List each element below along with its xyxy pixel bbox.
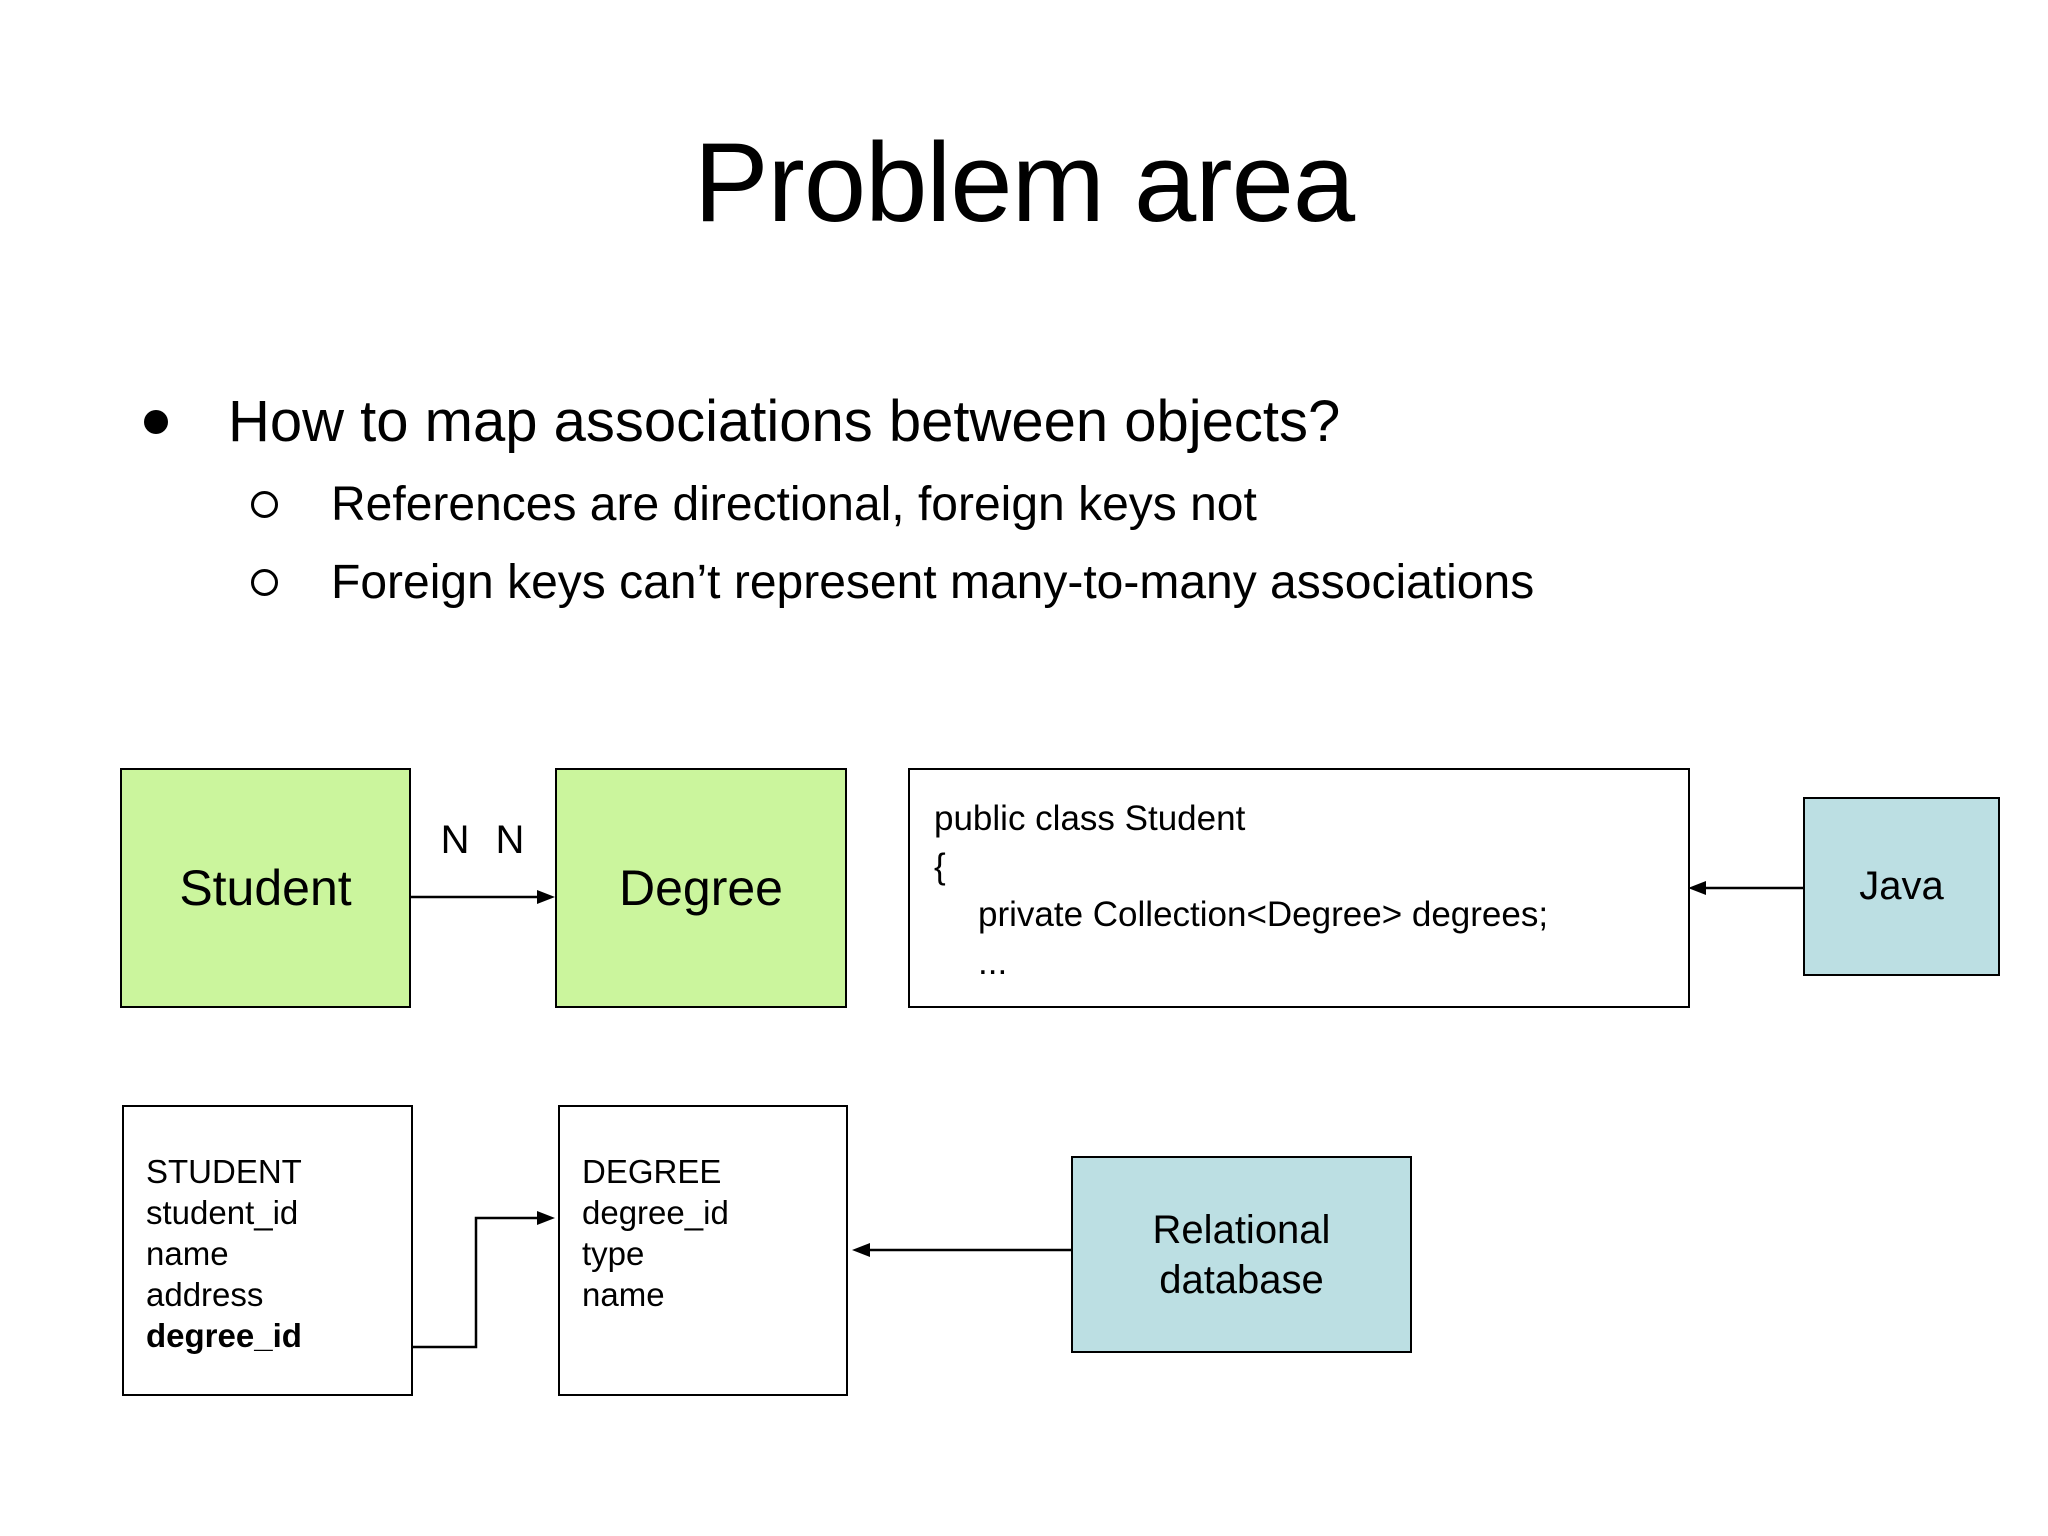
slide-title: Problem area bbox=[693, 120, 1355, 245]
database-to-table-arrow bbox=[852, 1243, 1071, 1257]
bullet-item-main: How to map associations between objects? bbox=[144, 388, 1340, 455]
table-row: degree_id bbox=[582, 1194, 729, 1231]
degree-class-label: Degree bbox=[619, 860, 783, 916]
relational-database-box: Relational database bbox=[1071, 1156, 1412, 1353]
database-label-line1: Relational bbox=[1152, 1207, 1331, 1252]
table-row: address bbox=[146, 1276, 264, 1313]
hollow-bullet-icon bbox=[251, 569, 278, 596]
database-label-line2: database bbox=[1159, 1257, 1324, 1302]
code-line: { bbox=[934, 847, 946, 886]
student-class-box: Student bbox=[120, 768, 411, 1008]
java-code-box: public class Student { private Collectio… bbox=[908, 768, 1690, 1008]
code-line: public class Student bbox=[934, 799, 1246, 838]
multiplicity-right: N bbox=[495, 818, 525, 862]
hollow-bullet-icon bbox=[251, 491, 278, 518]
java-box: Java bbox=[1803, 797, 2000, 976]
code-line: ... bbox=[978, 943, 1008, 982]
multiplicity-left: N bbox=[440, 818, 470, 862]
bullet-sub2-text: Foreign keys can’t represent many-to-man… bbox=[331, 556, 1535, 609]
foreign-key-elbow-connector bbox=[412, 1211, 555, 1349]
student-table-box: STUDENT student_id name address degree_i… bbox=[122, 1105, 413, 1396]
table-row: type bbox=[582, 1235, 645, 1272]
table-row: name bbox=[582, 1276, 665, 1313]
java-to-code-arrow bbox=[1688, 881, 1803, 895]
table-title: STUDENT bbox=[146, 1153, 302, 1190]
table-row: student_id bbox=[146, 1194, 299, 1231]
table-row-foreign-key: degree_id bbox=[146, 1317, 302, 1354]
table-title: DEGREE bbox=[582, 1153, 722, 1190]
degree-table-box: DEGREE degree_id type name bbox=[558, 1105, 848, 1396]
code-line: private Collection<Degree> degrees; bbox=[978, 895, 1549, 934]
bullet-main-text: How to map associations between objects? bbox=[228, 389, 1341, 454]
association-multiplicity: N N bbox=[410, 818, 555, 863]
degree-class-box: Degree bbox=[555, 768, 847, 1008]
filled-bullet-icon bbox=[144, 409, 168, 434]
table-row: name bbox=[146, 1235, 229, 1272]
bullet-sub1-text: References are directional, foreign keys… bbox=[331, 478, 1257, 531]
student-class-label: Student bbox=[179, 860, 352, 916]
bullet-item-sub1: References are directional, foreign keys… bbox=[251, 477, 1257, 532]
association-arrow bbox=[410, 890, 555, 904]
bullet-item-sub2: Foreign keys can’t represent many-to-man… bbox=[251, 555, 1534, 610]
java-label: Java bbox=[1859, 864, 1944, 908]
